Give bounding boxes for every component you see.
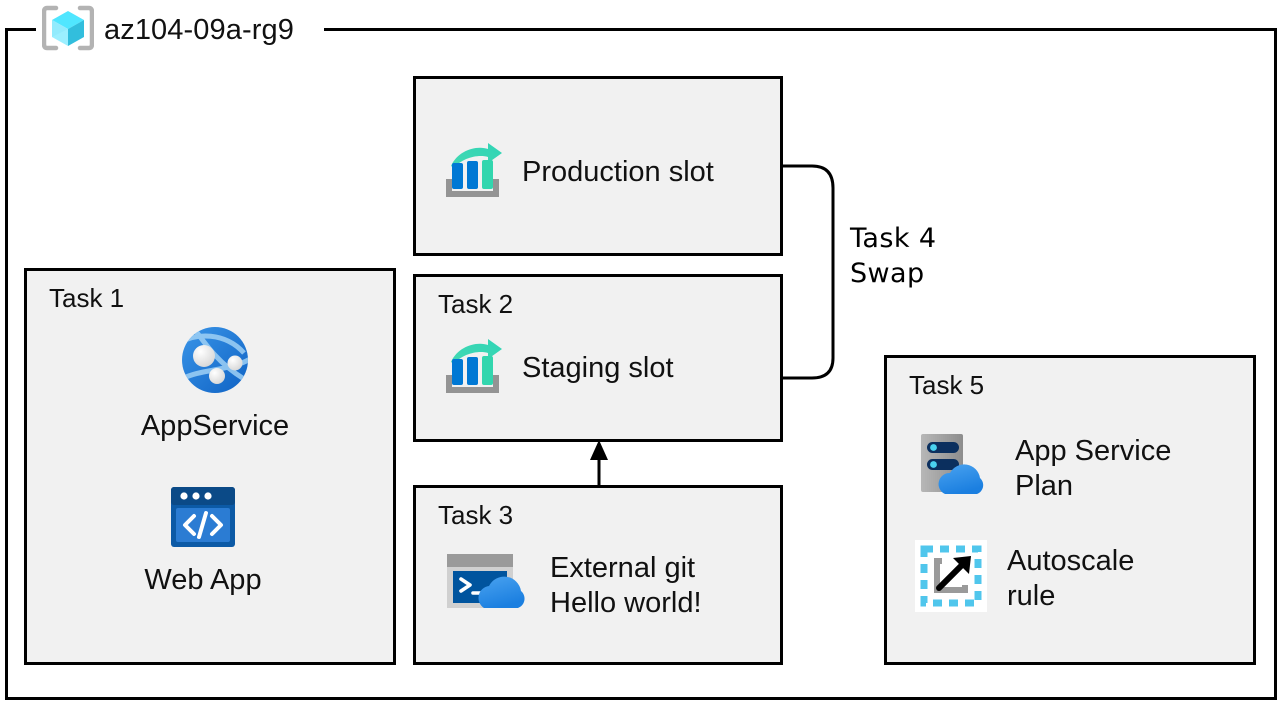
web-app-item: Web App [103,483,303,597]
app-service-item: AppService [115,323,315,443]
task-5-title: Task 5 [909,370,985,400]
deployment-slot-icon [444,337,506,400]
deployment-slot-icon [444,141,506,204]
swap-connector-label: Task 4 Swap [850,223,937,289]
card-task-2[interactable]: Task 2 Staging slot [413,274,783,442]
card-task-3[interactable]: Task 3 External git Hello world! [413,485,783,665]
resource-group-container [5,28,1277,700]
production-slot-label: Production slot [522,156,714,189]
production-slot-row: Production slot [444,141,714,204]
resource-group-name: az104-09a-rg9 [104,13,294,46]
staging-slot-label: Staging slot [522,352,674,385]
card-production-slot[interactable]: Production slot [413,76,783,256]
task-2-title: Task 2 [438,289,514,319]
app-service-plan-icon [915,430,995,507]
web-app-label: Web App [144,564,262,596]
card-task-5[interactable]: Task 5 App Service Plan [884,355,1256,665]
autoscale-icon [915,540,987,617]
task-3-title: Task 3 [438,500,514,530]
external-git-row: External git Hello world! [444,550,702,621]
app-service-icon [178,323,252,402]
card-task-1[interactable]: Task 1 [24,268,396,665]
web-app-icon [167,483,239,556]
autoscale-row: Autoscale rule [915,540,1134,617]
cloud-shell-icon [444,550,528,621]
external-git-label: External git Hello world! [550,552,702,619]
staging-slot-row: Staging slot [444,337,674,400]
app-service-plan-label: App Service Plan [1015,435,1172,502]
autoscale-label: Autoscale rule [1007,545,1135,612]
resource-group-title: az104-09a-rg9 [41,4,294,57]
task-1-title: Task 1 [49,283,125,313]
resource-group-icon [41,4,95,57]
app-service-label: AppService [140,410,290,442]
app-service-plan-row: App Service Plan [915,430,1171,507]
